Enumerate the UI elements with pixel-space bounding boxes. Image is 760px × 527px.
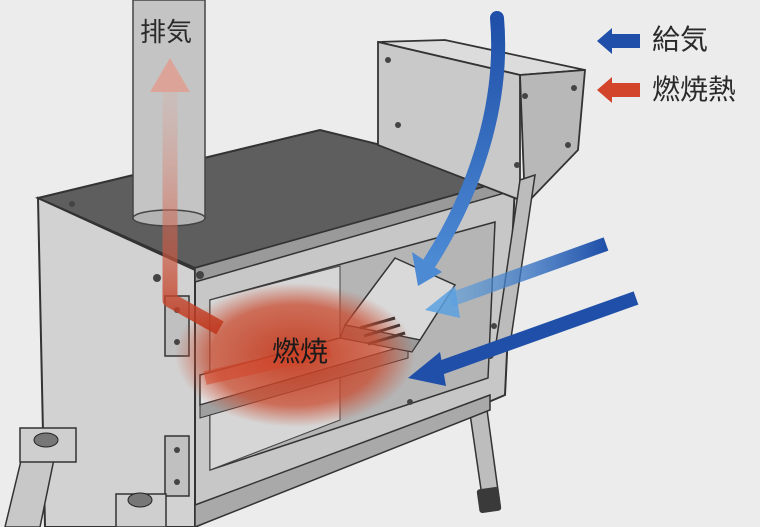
exhaust-label: 排気 — [140, 18, 193, 48]
leg-left — [4, 427, 77, 527]
intake-arrow-bottom — [408, 291, 639, 386]
intake-arrow-top — [412, 11, 506, 286]
legend-heat-arrow — [597, 77, 640, 103]
leg-front — [115, 492, 167, 527]
heat-flow-lower — [203, 343, 332, 385]
hinge-lower — [164, 435, 190, 497]
heat-flow-arrow — [150, 58, 224, 335]
combustion-label: 燃焼 — [272, 335, 329, 368]
fuel-hopper — [377, 39, 586, 352]
intake-arrow-middle — [425, 237, 609, 318]
legend-intake-arrow — [597, 28, 640, 54]
legend-intake-label: 給気 — [652, 23, 709, 56]
legend-heat-label: 燃焼熱 — [652, 73, 737, 106]
